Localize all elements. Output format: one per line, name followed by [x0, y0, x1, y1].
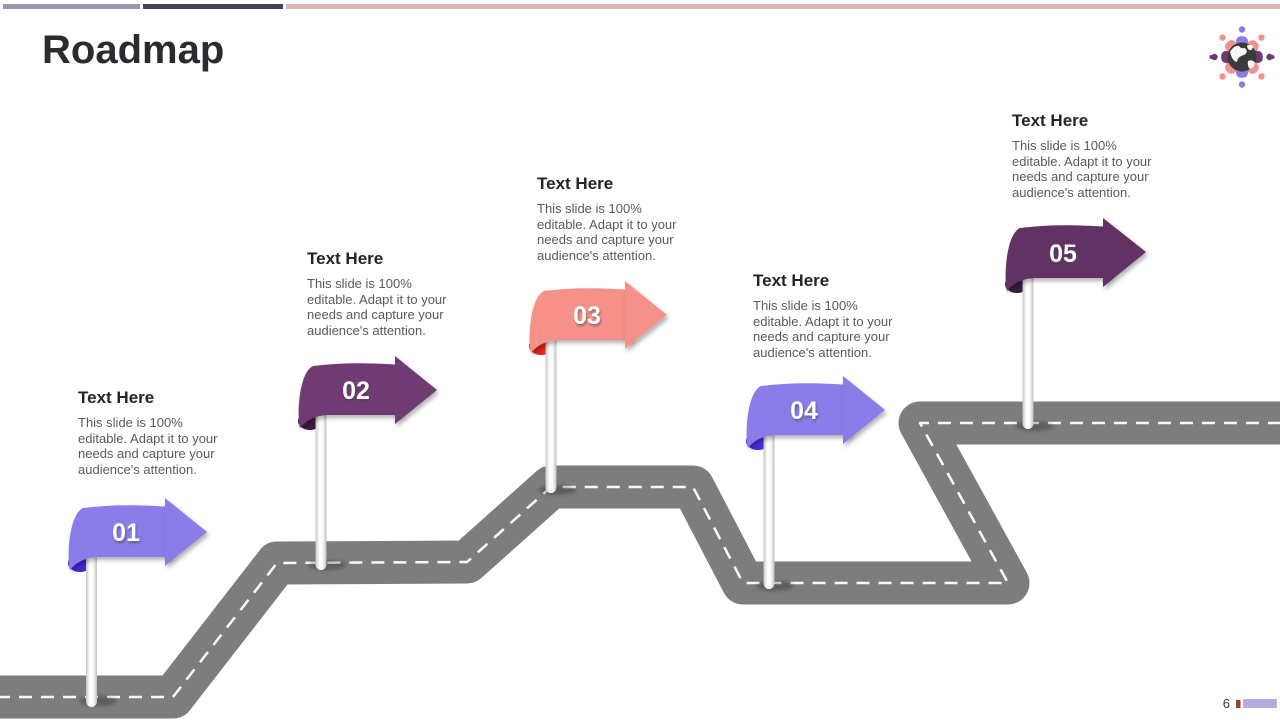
- top-bar-segment-1: [3, 4, 140, 9]
- logo-side-dot: [1270, 55, 1275, 59]
- person-icon: [1246, 61, 1265, 80]
- person-icon: [1255, 50, 1273, 64]
- milestone-description: This slide is 100% editable. Adapt it to…: [307, 276, 447, 338]
- milestone-description: This slide is 100% editable. Adapt it to…: [78, 415, 218, 477]
- sign-pole: [315, 400, 327, 570]
- milestone-sign-04[interactable]: 04: [746, 376, 885, 591]
- milestone-text-05[interactable]: Text Here This slide is 100% editable. A…: [1012, 111, 1182, 200]
- milestone-heading: Text Here: [753, 271, 830, 290]
- milestone-sign-01[interactable]: 01: [68, 498, 207, 707]
- sign-number: 04: [790, 397, 818, 425]
- milestone-text-03[interactable]: Text Here This slide is 100% editable. A…: [537, 174, 707, 263]
- sign-arrowhead-icon: [395, 356, 437, 424]
- sign-body: [1005, 225, 1110, 291]
- road-graphic: [0, 401, 1280, 719]
- sign-number: 05: [1049, 240, 1077, 268]
- sign-number: 01: [112, 519, 140, 547]
- milestone-heading: Text Here: [537, 174, 614, 193]
- person-icon: [1235, 70, 1249, 88]
- pole-shadow: [308, 560, 346, 570]
- top-bar-segment-2: [143, 4, 283, 9]
- sign-body: [529, 288, 632, 353]
- pole-shadow: [538, 485, 576, 495]
- sign-body: [68, 505, 172, 570]
- globe-continents: [1230, 44, 1255, 69]
- sign-body: [298, 363, 402, 428]
- sign-arrowhead-icon: [625, 281, 667, 349]
- milestone-description: This slide is 100% editable. Adapt it to…: [1012, 138, 1152, 200]
- milestone-description: This slide is 100% editable. Adapt it to…: [537, 201, 677, 263]
- logo-side-dot: [1209, 55, 1214, 59]
- milestone-text-01[interactable]: Text Here This slide is 100% editable. A…: [78, 388, 248, 477]
- person-icon: [1219, 34, 1238, 53]
- top-accent-bar: [3, 4, 1280, 9]
- milestone-description: This slide is 100% editable. Adapt it to…: [753, 298, 893, 360]
- sign-arrowhead-icon: [1103, 218, 1146, 287]
- sign-pole: [1022, 262, 1034, 429]
- pole-shadow: [1015, 421, 1053, 431]
- pole-shadow: [756, 581, 794, 591]
- person-icon: [1211, 50, 1229, 64]
- top-bar-segment-3: [286, 4, 1280, 9]
- milestone-heading: Text Here: [307, 249, 384, 268]
- footer-accent-bar: [1243, 699, 1277, 708]
- footer-accent-marks: [1236, 699, 1277, 708]
- person-icon: [1219, 61, 1238, 80]
- sign-pole: [86, 540, 97, 707]
- footer-accent-square: [1236, 700, 1241, 708]
- company-logo: [1209, 26, 1275, 88]
- person-icon: [1235, 26, 1249, 44]
- milestone-sign-02[interactable]: 02: [298, 356, 437, 570]
- milestone-heading: Text Here: [78, 388, 155, 407]
- milestone-sign-03[interactable]: 03: [529, 281, 667, 495]
- road-centerline: [0, 421, 1280, 699]
- sign-number: 02: [342, 377, 370, 405]
- sign-pole: [763, 420, 775, 589]
- milestone-heading: Text Here: [1012, 111, 1089, 130]
- page-number: 6: [1222, 696, 1230, 711]
- milestone-sign-05[interactable]: 05: [1005, 218, 1146, 431]
- sign-pole: [545, 325, 557, 493]
- sign-body: [746, 383, 850, 448]
- sign-number: 03: [573, 302, 601, 330]
- sign-arrowhead-icon: [843, 376, 885, 444]
- milestone-text-02[interactable]: Text Here This slide is 100% editable. A…: [307, 249, 477, 338]
- sign-arrowhead-icon: [165, 498, 207, 566]
- pole-shadow: [79, 696, 117, 706]
- page-title[interactable]: Roadmap: [42, 28, 225, 72]
- milestone-text-04[interactable]: Text Here This slide is 100% editable. A…: [753, 271, 923, 360]
